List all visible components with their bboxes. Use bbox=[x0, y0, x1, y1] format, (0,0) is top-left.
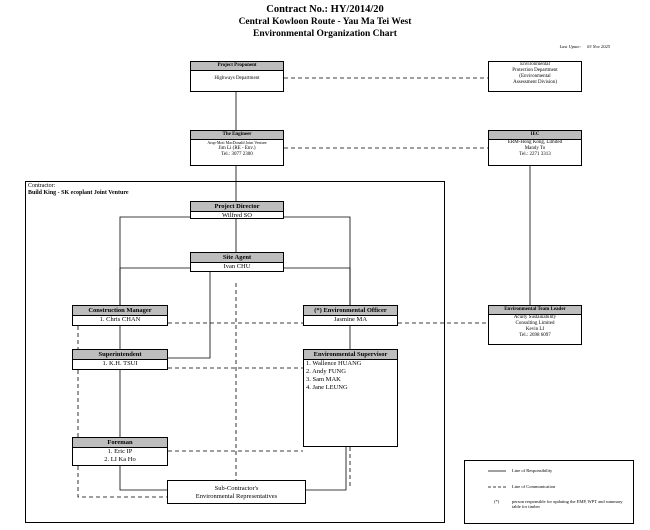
environmental-team-leader-line: Kevin LI bbox=[525, 327, 545, 332]
foreman-member: 1. Eric IP bbox=[107, 448, 133, 455]
environmental-team-leader-line: Tel.: 2698 6097 bbox=[519, 333, 551, 338]
epd-box: Environmental Protection Department (Env… bbox=[488, 61, 582, 92]
engineer-title: The Engineer bbox=[191, 131, 283, 140]
superintendent-title: Superintendent bbox=[73, 350, 167, 360]
environmental-officer-name: Jasmine MA bbox=[333, 316, 368, 323]
project-proponent-title: Project Proponent bbox=[191, 62, 283, 71]
site-agent-box: Site Agent Ivan CHU bbox=[190, 252, 284, 272]
project-proponent-org: Highways Department bbox=[214, 76, 260, 81]
subcontractor-line: Environmental Representatives bbox=[195, 493, 278, 500]
environmental-supervisor-title: Environmental Supervisor bbox=[304, 350, 397, 360]
legend-responsibility: Line of Responsibility bbox=[512, 468, 553, 473]
chart-title: Environmental Organization Chart bbox=[253, 29, 397, 39]
epd-line: Assessment Division) bbox=[513, 80, 557, 85]
iec-title: IEC bbox=[489, 131, 581, 140]
foreman-box: Foreman 1. Eric IP 2. LI Ka Ho bbox=[72, 437, 168, 466]
epd-line: Protection Department bbox=[512, 68, 558, 73]
last-update: Last Upate: 03 Nov 2025 bbox=[560, 44, 610, 49]
environmental-supervisor-member: 1. Wallence HUANG bbox=[306, 360, 362, 367]
environmental-officer-box: (*) Environmental Officer Jasmine MA bbox=[303, 305, 398, 326]
subcontractor-box: Sub-Contractor's Environmental Represent… bbox=[167, 480, 306, 504]
iec-person: Mandy To bbox=[524, 146, 546, 151]
communication-line bbox=[77, 466, 167, 498]
environmental-team-leader-line: Consulting Limited bbox=[515, 321, 555, 326]
responsibility-line bbox=[119, 267, 208, 305]
contractor-caption: Contractor: bbox=[28, 183, 56, 189]
legend-asterisk: (*) bbox=[494, 499, 500, 504]
last-update-value: 03 Nov 2025 bbox=[587, 44, 610, 49]
contractor-name: Build King - SK ecoplant Joint Venture bbox=[28, 190, 129, 196]
contractor-label: Contractor: Build King - SK ecoplant Joi… bbox=[28, 183, 129, 197]
contractor-frame bbox=[25, 181, 445, 523]
environmental-team-leader-box: Environmental Team Leader Acuity Sustain… bbox=[488, 305, 582, 345]
project-name: Central Kowloon Route - Yau Ma Tei West bbox=[238, 17, 412, 27]
legend-box bbox=[464, 460, 634, 524]
environmental-supervisor-box: Environmental Supervisor 1. Wallence HUA… bbox=[303, 349, 398, 447]
responsibility-line bbox=[306, 447, 347, 491]
environmental-officer-title: (*) Environmental Officer bbox=[304, 306, 397, 316]
engineer-org: Arup-Mott MacDonald Joint Venture bbox=[207, 140, 267, 145]
responsibility-line bbox=[265, 267, 351, 305]
engineer-person: Jim Li (RE - Env.) bbox=[218, 146, 256, 151]
responsibility-line bbox=[165, 272, 211, 359]
construction-manager-box: Construction Manager 1. Chris CHAN bbox=[72, 305, 168, 326]
construction-manager-name: 1. Chris CHAN bbox=[99, 316, 141, 323]
last-update-label: Last Upate: bbox=[559, 44, 581, 49]
environmental-team-leader-title: Environmental Team Leader bbox=[489, 306, 581, 315]
subcontractor-line: Sub-Contractor's bbox=[214, 485, 259, 492]
environmental-supervisor-member: 2. Andy FUNG bbox=[306, 368, 346, 375]
environmental-team-leader-line: Acuity Sustainability bbox=[513, 315, 557, 320]
environmental-supervisor-member: 3. Sam MAK bbox=[306, 376, 341, 383]
superintendent-name: 1. K.H. TSUI bbox=[102, 360, 138, 367]
foreman-member: 2. LI Ka Ho bbox=[104, 456, 136, 463]
epd-line: (Environmental bbox=[519, 74, 551, 79]
engineer-box: The Engineer Arup-Mott MacDonald Joint V… bbox=[190, 130, 284, 166]
project-proponent-box: Project Proponent Highways Department bbox=[190, 61, 284, 92]
environmental-supervisor-member: 4. Jane LEUNG bbox=[306, 384, 348, 391]
engineer-tel: Tel.: 3077 2300 bbox=[221, 152, 253, 157]
construction-manager-title: Construction Manager bbox=[73, 306, 167, 316]
project-director-title: Project Director bbox=[191, 202, 283, 212]
superintendent-box: Superintendent 1. K.H. TSUI bbox=[72, 349, 168, 370]
site-agent-name: Ivan CHU bbox=[223, 263, 251, 270]
site-agent-title: Site Agent bbox=[191, 253, 283, 263]
foreman-title: Foreman bbox=[73, 438, 167, 448]
responsibility-line bbox=[119, 466, 167, 491]
legend-note: person responsible for updating the EMP,… bbox=[512, 499, 623, 509]
project-director-box: Project Director Wilfred SO bbox=[190, 201, 284, 219]
iec-org: ERM-Hong Kong, Limited bbox=[507, 140, 563, 145]
contract-number: Contract No.: HY/2014/20 bbox=[266, 4, 384, 15]
iec-box: IEC ERM-Hong Kong, Limited Mandy To Tel.… bbox=[488, 130, 582, 166]
epd-line: Environmental bbox=[520, 62, 550, 67]
legend-communication: Line of Communication bbox=[512, 484, 556, 489]
project-director-name: Wilfred SO bbox=[222, 212, 252, 219]
iec-tel: Tel.: 2271 3313 bbox=[519, 152, 551, 157]
